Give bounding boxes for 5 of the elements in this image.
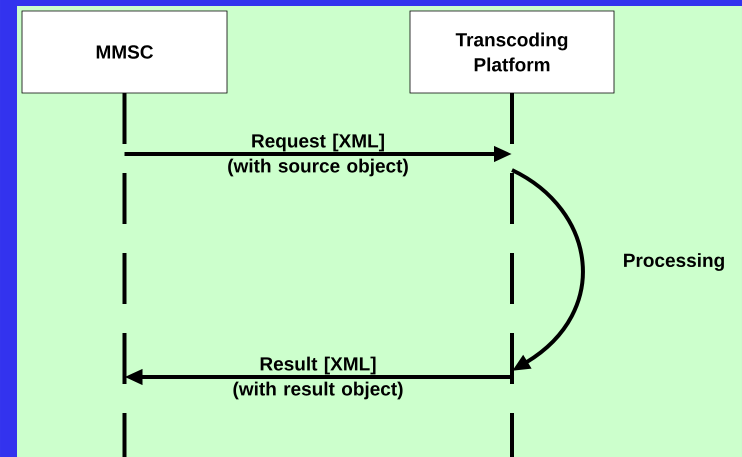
- edge-label: Processing: [624, 253, 724, 271]
- participant-box: MMSC: [22, 10, 228, 94]
- participant-box: Transcoding Platform: [410, 10, 614, 94]
- edge-label: Result [XML] (with result object): [233, 356, 403, 400]
- edge-label: Request [XML] (with source object): [228, 134, 408, 176]
